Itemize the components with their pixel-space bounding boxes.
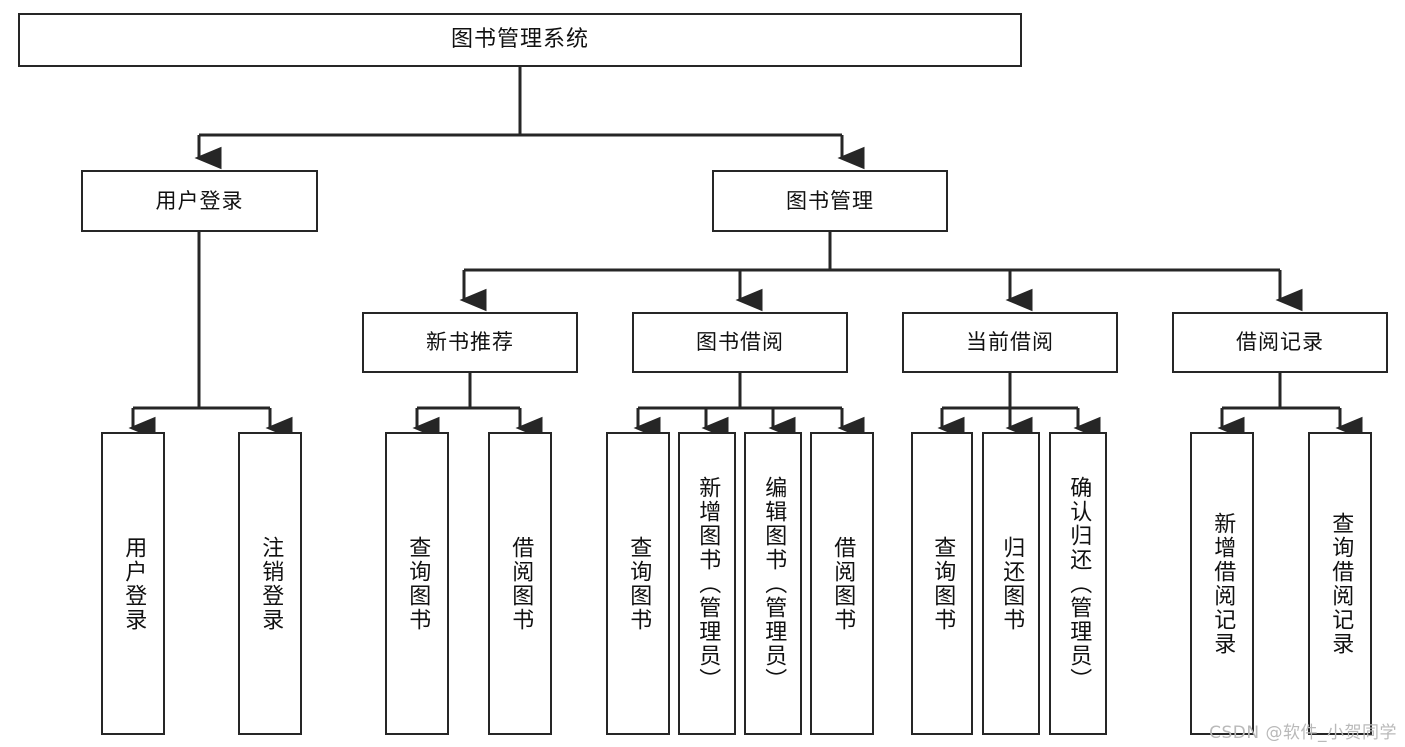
leaf-borrow-record-query-record[interactable]: 查询借阅记录	[1308, 432, 1372, 735]
leaf-current-borrow-confirm-return-admin[interactable]: 确认归还（管理员）	[1049, 432, 1107, 735]
node-label: 用户登录	[155, 188, 244, 213]
leaf-current-borrow-query-book[interactable]: 查询图书	[911, 432, 973, 735]
node-root-system[interactable]: 图书管理系统	[18, 13, 1022, 67]
node-label: 借阅记录	[1236, 330, 1324, 355]
leaf-new-book-query-book[interactable]: 查询图书	[385, 432, 449, 735]
node-label: 新书推荐	[426, 330, 514, 355]
leaf-label: 归还图书	[999, 535, 1025, 632]
leaf-label: 借阅图书	[830, 535, 856, 632]
leaf-user-login-logout[interactable]: 注销登录	[238, 432, 302, 735]
node-book-management[interactable]: 图书管理	[712, 170, 948, 232]
node-label: 图书管理	[786, 188, 874, 213]
leaf-borrow-record-add-record[interactable]: 新增借阅记录	[1190, 432, 1254, 735]
leaf-label: 编辑图书（管理员）	[761, 475, 787, 692]
leaf-book-borrow-edit-book-admin[interactable]: 编辑图书（管理员）	[744, 432, 802, 735]
node-user-login[interactable]: 用户登录	[81, 170, 318, 232]
node-label: 当前借阅	[966, 330, 1054, 355]
leaf-new-book-borrow-book[interactable]: 借阅图书	[488, 432, 552, 735]
leaf-label: 注销登录	[258, 535, 284, 632]
leaf-label: 用户登录	[121, 535, 147, 632]
node-borrow-record[interactable]: 借阅记录	[1172, 312, 1388, 373]
leaf-label: 确认归还（管理员）	[1066, 475, 1092, 692]
leaf-label: 查询借阅记录	[1328, 511, 1354, 656]
leaf-label: 新增借阅记录	[1210, 511, 1236, 656]
leaf-label: 借阅图书	[508, 535, 534, 632]
leaf-label: 查询图书	[930, 535, 956, 632]
leaf-label: 查询图书	[626, 535, 652, 632]
node-book-borrow[interactable]: 图书借阅	[632, 312, 848, 373]
node-label: 图书管理系统	[450, 27, 589, 53]
leaf-user-login-login[interactable]: 用户登录	[101, 432, 165, 735]
leaf-label: 新增图书（管理员）	[695, 475, 721, 692]
node-current-borrow[interactable]: 当前借阅	[902, 312, 1118, 373]
node-label: 图书借阅	[696, 330, 784, 355]
node-new-book-recommend[interactable]: 新书推荐	[362, 312, 578, 373]
leaf-label: 查询图书	[405, 535, 431, 632]
leaf-book-borrow-query-book[interactable]: 查询图书	[606, 432, 670, 735]
leaf-book-borrow-borrow-book[interactable]: 借阅图书	[810, 432, 874, 735]
csdn-watermark: CSDN @软件_小贺同学	[1209, 723, 1397, 743]
leaf-book-borrow-add-book-admin[interactable]: 新增图书（管理员）	[678, 432, 736, 735]
leaf-current-borrow-return-book[interactable]: 归还图书	[982, 432, 1040, 735]
